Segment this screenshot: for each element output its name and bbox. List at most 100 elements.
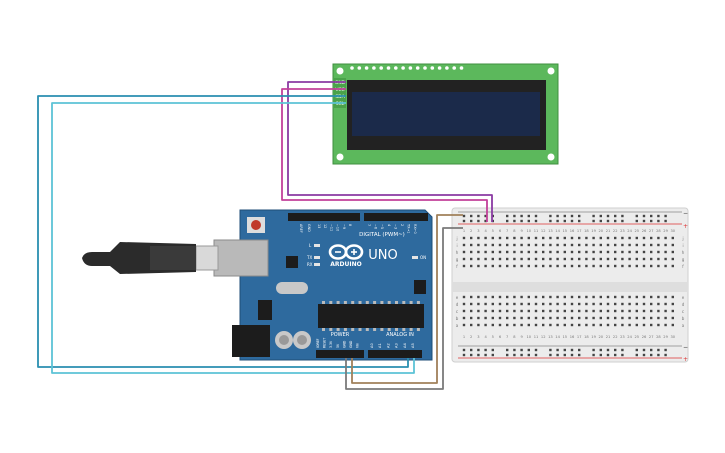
breadboard: − + − + 11223344556677889910101111121213… [451,207,689,363]
breadboard-hole [578,243,581,247]
breadboard-column-label: 14 [555,335,560,339]
breadboard-row-label: d [682,302,685,307]
breadboard-hole [506,264,509,268]
breadboard-hole [491,316,494,320]
breadboard-hole [563,348,566,352]
breadboard-hole [585,264,588,268]
breadboard-hole [470,236,473,240]
breadboard-hole [642,348,646,352]
breadboard-hole [556,323,559,327]
breadboard-column-label: 13 [548,335,553,339]
power-pin-label: GND [349,340,353,348]
breadboard-hole [520,295,523,299]
breadboard-hole [527,243,530,247]
breadboard-hole [513,214,516,218]
breadboard-hole [549,295,552,299]
breadboard-hole [621,302,624,306]
breadboard-hole [477,236,480,240]
breadboard-hole [578,353,581,357]
breadboard-row-label: j [681,236,683,241]
breadboard-hole [542,257,545,261]
breadboard-hole [506,295,509,299]
breadboard-column-label: 30 [671,335,676,339]
breadboard-hole [491,257,494,261]
breadboard-hole [650,316,653,320]
breadboard-hole [664,323,667,327]
crystal [276,282,308,294]
breadboard-hole [592,236,595,240]
analog-pin-label: A1 [378,343,382,348]
rail-minus-label: − [683,210,688,217]
breadboard-hole [506,257,509,261]
breadboard-hole [671,250,674,254]
digital-pin-label: 4 [387,224,391,226]
breadboard-hole [513,219,516,223]
breadboard-hole [498,257,502,261]
breadboard-hole [470,219,473,223]
breadboard-row-label: e [682,295,685,300]
breadboard-hole [462,243,466,247]
lcd-header-hole [459,66,464,70]
breadboard-hole [635,219,638,223]
tx-label: TX [306,255,312,260]
breadboard-column-label: 6 [499,229,502,233]
breadboard-hole [635,348,638,352]
chip-pin [395,328,398,331]
usb-plug [195,245,219,271]
breadboard-hole [556,353,559,357]
breadboard-hole [657,264,660,268]
breadboard-hole [549,257,552,261]
breadboard-hole [614,302,617,306]
lcd-header-hole [386,66,391,70]
breadboard-hole [556,264,559,268]
breadboard-hole [484,214,487,218]
breadboard-hole [592,348,595,352]
breadboard-hole [542,243,545,247]
chip-pin [343,301,347,304]
breadboard-hole [570,348,574,352]
breadboard-hole [498,295,502,299]
breadboard-hole [491,264,494,268]
breadboard-column-label: 10 [527,335,532,339]
breadboard-hole [671,243,674,247]
breadboard-hole [585,309,588,313]
breadboard-hole [606,250,610,254]
breadboard-hole [477,295,480,299]
breadboard-hole [520,316,523,320]
gnd-pin-label: GND [307,224,311,232]
breadboard-hole [642,309,646,313]
breadboard-hole [642,236,646,240]
analog-pin-label: A3 [395,343,399,348]
breadboard-hole [477,250,480,254]
chip-pin [358,301,362,304]
lcd-header-hole [379,66,384,70]
breadboard-hole [513,243,516,247]
breadboard-hole [506,353,509,357]
breadboard-hole [542,236,545,240]
breadboard-hole [534,323,538,327]
breadboard-column-label: 11 [534,335,539,339]
chip-pin [343,328,347,331]
breadboard-hole [664,264,667,268]
breadboard-column-label: 27 [649,335,654,339]
breadboard-hole [606,323,610,327]
breadboard-hole [556,214,559,218]
breadboard-hole [498,236,502,240]
breadboard-hole [642,214,646,218]
lcd-header-hole [452,66,457,70]
breadboard-hole [549,353,552,357]
lcd-mount-hole [547,153,555,161]
breadboard-hole [527,236,530,240]
chip-pin [351,328,355,331]
breadboard-hole [585,323,588,327]
breadboard-hole [657,316,660,320]
breadboard-hole [542,309,545,313]
chip-pin [409,328,413,331]
breadboard-row-label: g [456,257,459,262]
breadboard-hole [650,348,653,352]
breadboard-hole [462,257,466,261]
analog-pin-label: A0 [370,343,374,348]
breadboard-hole [578,348,581,352]
